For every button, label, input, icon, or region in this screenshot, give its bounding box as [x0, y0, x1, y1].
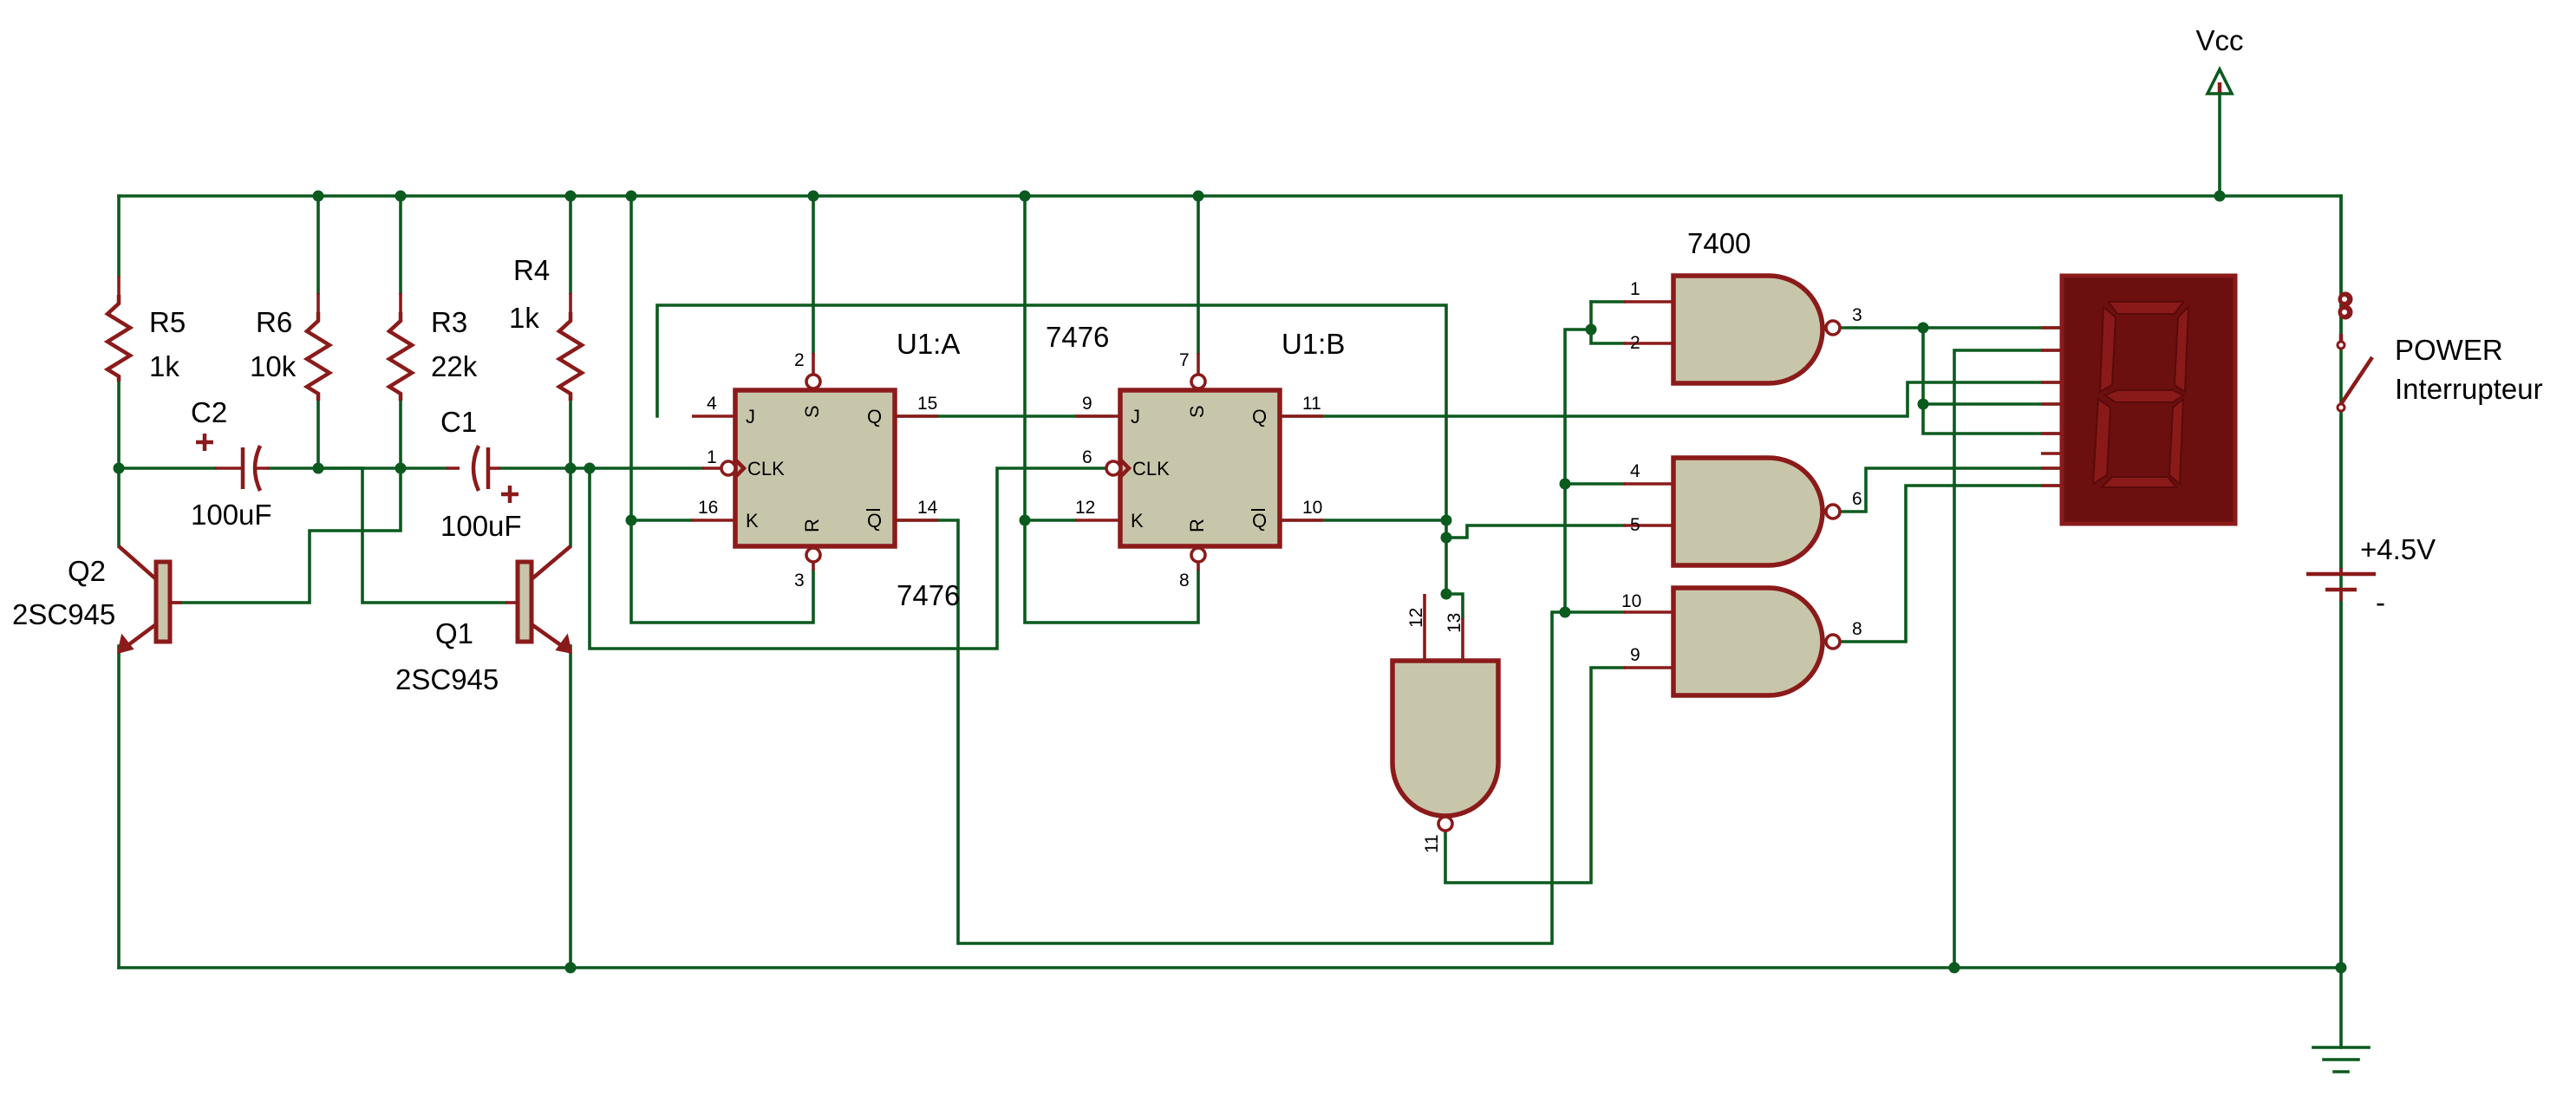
- resistor-r6: R6 10k: [250, 293, 334, 401]
- u1a-qbar-label: Q: [867, 510, 882, 532]
- nand3-in2: 9: [1630, 645, 1640, 665]
- u1b-k-label: K: [1131, 510, 1144, 532]
- transistor-q2: Q2 2SC945: [12, 545, 182, 655]
- q2-ref: Q2: [68, 555, 106, 587]
- junctions: [113, 190, 2347, 974]
- u1a-ref: U1:A: [897, 328, 960, 360]
- nand-gate-4: 12 13 11: [1390, 594, 1501, 853]
- battery: +4.5V -: [2306, 533, 2436, 618]
- r6-value: 10k: [250, 350, 297, 382]
- vcc-terminal: Vcc: [2195, 24, 2244, 95]
- nand3-out: 8: [1852, 619, 1862, 639]
- u1a-k-label: K: [746, 510, 759, 532]
- c2-ref: C2: [191, 396, 227, 428]
- nand3-in1: 10: [1621, 591, 1641, 611]
- u1b-q-label: Q: [1252, 406, 1267, 427]
- u1a-pin-k: 16: [698, 498, 718, 518]
- nand2-in1: 4: [1630, 461, 1640, 481]
- switch-type: Interrupteur: [2395, 373, 2543, 405]
- nand2-in2: 5: [1630, 515, 1640, 535]
- nand2-out: 6: [1852, 489, 1862, 509]
- u1b-s-label: S: [1186, 405, 1208, 418]
- u1a-s-label: S: [801, 405, 823, 418]
- c2-value: 100uF: [191, 499, 272, 531]
- u1a-pin-qbar: 14: [917, 498, 938, 518]
- c1-value: 100uF: [440, 510, 522, 542]
- u1a-clk-label: CLK: [747, 458, 785, 480]
- u1a-j-label: J: [746, 406, 755, 427]
- power-switch: POWER Interrupteur: [2336, 291, 2543, 413]
- u1a-pin-r: 3: [794, 571, 805, 590]
- u1b-pin-k: 12: [1075, 498, 1095, 518]
- nand-part: 7400: [1687, 227, 1751, 259]
- capacitor-c1: C1 100uF: [440, 406, 522, 542]
- resistor-r3: R3 22k: [385, 293, 478, 401]
- r4-value: 1k: [509, 302, 539, 334]
- switch-name: POWER: [2395, 334, 2503, 366]
- q1-part: 2SC945: [395, 663, 499, 695]
- wires: [117, 92, 2343, 1049]
- battery-minus: -: [2376, 586, 2385, 618]
- u1a-r-label: R: [801, 519, 823, 532]
- nand1-in1: 1: [1630, 279, 1640, 299]
- display-segments: [2091, 301, 2190, 488]
- r6-ref: R6: [256, 306, 292, 338]
- nand1-out: 3: [1852, 305, 1862, 325]
- seven-segment-display: [2041, 273, 2238, 526]
- u1a-pin-s: 2: [794, 350, 805, 370]
- nand4-out: 11: [1422, 834, 1442, 853]
- u1b-j-label: J: [1131, 406, 1140, 427]
- flipflop-u1b: J CLK K Q Q S R 9 6 12 11 10 7 8 U1:B 74…: [1046, 321, 1345, 590]
- r5-ref: R5: [149, 306, 186, 338]
- u1a-part: 7476: [897, 579, 960, 611]
- nand4-in2: 13: [1445, 613, 1464, 633]
- u1a-pin-clk: 1: [707, 447, 717, 467]
- ground-symbol: [2312, 1046, 2371, 1073]
- u1b-pin-s: 7: [1179, 350, 1190, 370]
- r3-value: 22k: [431, 350, 478, 382]
- u1b-r-label: R: [1186, 519, 1208, 532]
- nand4-in1: 12: [1406, 608, 1426, 628]
- u1b-qbar-label: Q: [1252, 510, 1267, 532]
- nand-gate-3: 10 9 8: [1621, 585, 1862, 698]
- nand1-in2: 2: [1630, 333, 1640, 353]
- c1-ref: C1: [440, 406, 477, 438]
- u1a-pin-j: 4: [707, 394, 717, 414]
- r5-value: 1k: [149, 350, 179, 382]
- q1-ref: Q1: [435, 617, 473, 649]
- u1a-q-label: Q: [867, 406, 882, 427]
- r4-ref: R4: [513, 254, 550, 286]
- resistor-r5: R5 1k: [103, 276, 186, 382]
- u1b-pin-q: 11: [1302, 394, 1321, 414]
- u1b-pin-j: 9: [1082, 394, 1092, 414]
- nand-gate-2: 4 5 6: [1624, 455, 1862, 568]
- flipflop-u1a: J CLK K Q Q S R 4 1 16 15 14 2 3 U1:A 74…: [692, 328, 960, 611]
- q2-part: 2SC945: [12, 598, 115, 630]
- u1b-pin-clk: 6: [1082, 447, 1092, 467]
- u1b-pin-r: 8: [1179, 571, 1190, 590]
- nand-gate-1: 1 2 3 7400: [1624, 227, 1862, 386]
- u1a-pin-q: 15: [917, 394, 937, 414]
- r3-ref: R3: [431, 306, 467, 338]
- u1b-ref: U1:B: [1281, 328, 1345, 360]
- transistor-q1: Q1 2SC945: [395, 545, 572, 695]
- u1b-clk-label: CLK: [1132, 458, 1170, 480]
- resistor-r4: R4 1k: [509, 254, 586, 401]
- u1b-pin-qbar: 10: [1302, 498, 1322, 518]
- capacitor-c2: C2 100uF: [191, 396, 272, 531]
- u1b-part: 7476: [1046, 321, 1109, 353]
- vcc-label: Vcc: [2195, 24, 2243, 56]
- battery-voltage: +4.5V: [2360, 533, 2436, 565]
